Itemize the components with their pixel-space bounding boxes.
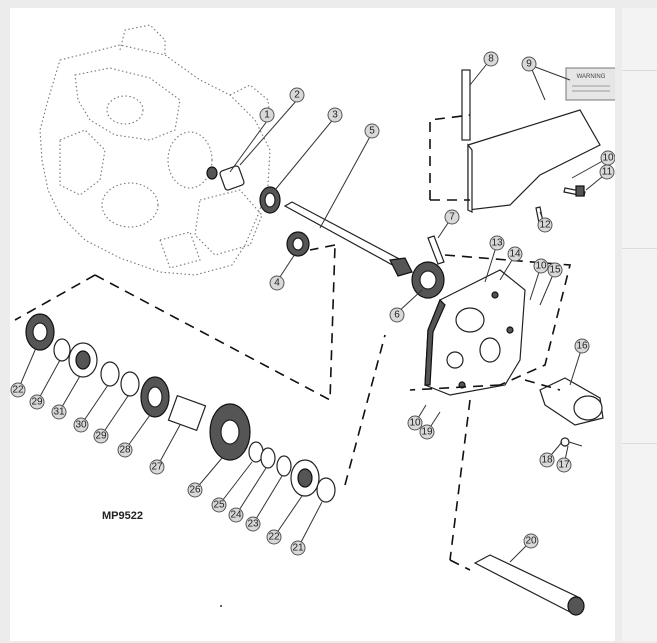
svg-text:23: 23 xyxy=(247,519,259,530)
callout-29: 29 xyxy=(29,394,45,410)
callout-9: 9 xyxy=(521,56,537,72)
svg-text:28: 28 xyxy=(119,445,131,456)
svg-text:24: 24 xyxy=(230,510,242,521)
svg-text:10: 10 xyxy=(535,261,547,272)
callout-31: 31 xyxy=(51,404,67,420)
svg-text:20: 20 xyxy=(525,536,537,547)
svg-text:18: 18 xyxy=(541,455,553,466)
svg-text:16: 16 xyxy=(576,341,588,352)
callout-30: 30 xyxy=(73,417,89,433)
callout-10: 10 xyxy=(407,415,423,431)
svg-text:19: 19 xyxy=(421,427,433,438)
bearing-sleeve xyxy=(206,165,245,191)
figure-code: MP9522 xyxy=(102,510,143,522)
callout-12: 12 xyxy=(537,217,553,233)
callout-16: 16 xyxy=(574,338,590,354)
svg-text:4: 4 xyxy=(274,278,280,289)
input-bearing xyxy=(259,186,281,214)
side-divider xyxy=(622,70,657,71)
output-bearing xyxy=(411,261,445,299)
callout-10: 10 xyxy=(533,258,549,274)
svg-text:13: 13 xyxy=(491,238,503,249)
output-shaft xyxy=(473,554,585,616)
svg-text:25: 25 xyxy=(213,500,225,511)
svg-text:3: 3 xyxy=(332,110,338,121)
svg-text:21: 21 xyxy=(292,543,304,554)
svg-text:8: 8 xyxy=(488,54,494,65)
svg-text:29: 29 xyxy=(31,397,43,408)
gear-train xyxy=(25,313,336,503)
case-cover xyxy=(424,269,526,396)
callout-11: 11 xyxy=(599,164,615,180)
svg-text:14: 14 xyxy=(509,249,521,260)
side-panel xyxy=(622,8,657,641)
svg-text:22: 22 xyxy=(268,532,280,543)
transmission-housing xyxy=(39,24,271,276)
callout-4: 4 xyxy=(269,275,285,291)
decal-text: WARNING xyxy=(577,74,606,80)
callout-20: 20 xyxy=(523,533,539,549)
svg-text:7: 7 xyxy=(449,212,455,223)
housing-bolt xyxy=(560,437,583,447)
shield: WARNING xyxy=(467,67,615,213)
diagram-sheet: WARNING xyxy=(10,8,615,641)
callout-21: 21 xyxy=(290,540,306,556)
callout-22: 22 xyxy=(10,382,26,398)
warning-decal xyxy=(565,67,615,101)
svg-text:1: 1 xyxy=(264,110,270,121)
assembly-lines xyxy=(14,114,572,571)
side-divider xyxy=(622,248,657,249)
callout-8: 8 xyxy=(483,51,499,67)
callout-27: 27 xyxy=(149,459,165,475)
svg-text:10: 10 xyxy=(602,153,614,164)
callout-23: 23 xyxy=(245,516,261,532)
svg-text:2: 2 xyxy=(294,90,300,101)
svg-text:9: 9 xyxy=(526,59,532,70)
callout-14: 14 xyxy=(507,246,523,262)
callout-18: 18 xyxy=(539,452,555,468)
svg-text:6: 6 xyxy=(394,310,400,321)
callout-25: 25 xyxy=(211,497,227,513)
callout-19: 19 xyxy=(419,424,435,440)
input-shaft xyxy=(283,201,413,277)
side-divider xyxy=(622,443,657,444)
callout-1: 1 xyxy=(259,107,275,123)
dowel-pin xyxy=(427,235,445,265)
svg-text:10: 10 xyxy=(409,418,421,429)
exploded-view-diagram: WARNING xyxy=(10,24,615,616)
cap-screws xyxy=(535,185,586,224)
svg-text:5: 5 xyxy=(369,126,375,137)
callout-24: 24 xyxy=(228,507,244,523)
callout-10: 10 xyxy=(600,150,615,166)
callout-28: 28 xyxy=(117,442,133,458)
output-housing xyxy=(539,377,604,426)
mounting-bracket xyxy=(461,69,471,141)
svg-text:11: 11 xyxy=(602,167,613,178)
svg-text:29: 29 xyxy=(95,431,107,442)
svg-text:15: 15 xyxy=(549,265,561,276)
callout-5: 5 xyxy=(364,123,380,139)
callout-26: 26 xyxy=(187,482,203,498)
svg-text:31: 31 xyxy=(53,407,65,418)
svg-text:27: 27 xyxy=(151,462,163,473)
svg-text:22: 22 xyxy=(12,385,24,396)
svg-text:30: 30 xyxy=(75,420,87,431)
shaft-bearing xyxy=(286,231,310,257)
svg-text:17: 17 xyxy=(558,460,570,471)
callout-15: 15 xyxy=(547,262,563,278)
callout-22: 22 xyxy=(266,529,282,545)
callout-17: 17 xyxy=(556,457,572,473)
callout-29: 29 xyxy=(93,428,109,444)
callout-7: 7 xyxy=(444,209,460,225)
callout-6: 6 xyxy=(389,307,405,323)
svg-text:26: 26 xyxy=(189,485,201,496)
svg-text:12: 12 xyxy=(539,220,551,231)
callout-2: 2 xyxy=(289,87,305,103)
callout-13: 13 xyxy=(489,235,505,251)
callout-3: 3 xyxy=(327,107,343,123)
